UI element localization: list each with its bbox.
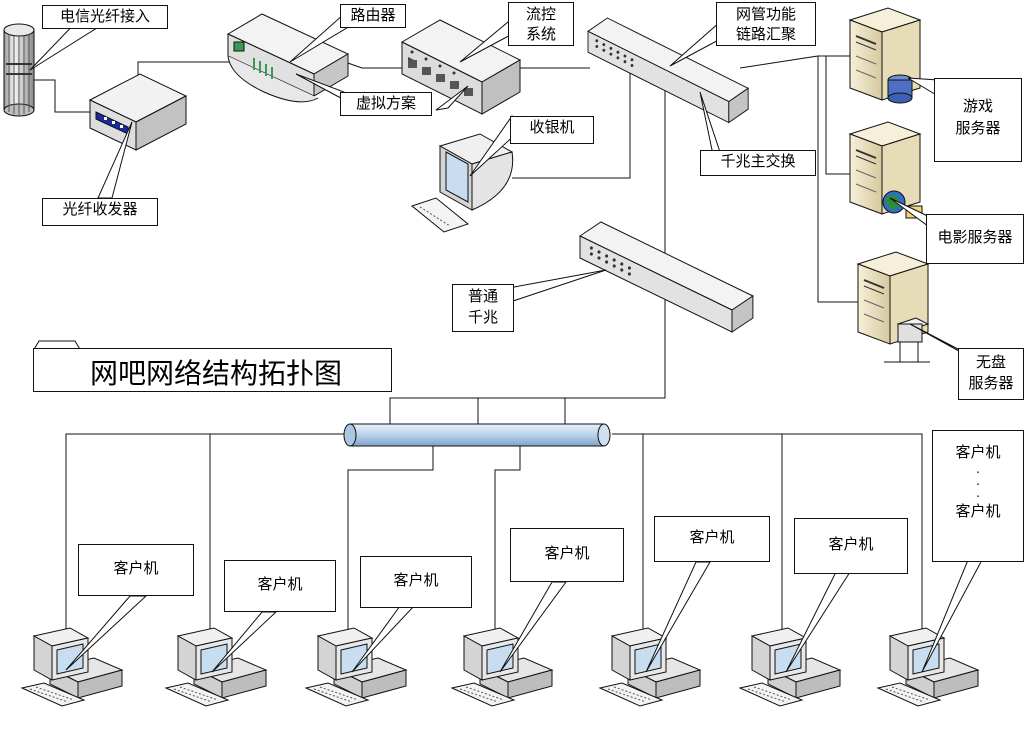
label-netmgmt: 网管功能链路汇聚 xyxy=(716,2,816,46)
label-text: 客户机 xyxy=(257,575,303,593)
title-box xyxy=(33,348,392,392)
transceiver-icon xyxy=(88,73,188,151)
label-text: 客户机 xyxy=(113,559,159,577)
label-line: 链路汇聚 xyxy=(735,25,796,43)
movie-server-icon xyxy=(849,121,923,219)
ellipsis-dot: . xyxy=(976,474,980,488)
label-line: 服务器 xyxy=(955,119,1001,137)
label-line: 网管功能 xyxy=(735,5,796,23)
router-icon xyxy=(226,13,350,103)
label-client-7: 客户机 . . . 客户机 xyxy=(932,430,1024,562)
label-flow-control: 流控系统 xyxy=(508,2,574,46)
label-text: 客户机 xyxy=(689,528,735,546)
game-server-icon xyxy=(849,7,921,104)
ellipsis-dot: . xyxy=(976,486,980,500)
label-text: 路由器 xyxy=(350,6,396,24)
label-line: 无盘 xyxy=(975,353,1006,371)
diskless-server-icon xyxy=(857,251,930,363)
label-client-4: 客户机 xyxy=(510,528,624,582)
label-normal-gigabit: 普通千兆 xyxy=(452,284,514,332)
label-line: 千兆 xyxy=(467,308,498,326)
label-diskless-server: 无盘服务器 xyxy=(958,348,1024,400)
client-computer-icon xyxy=(21,627,979,707)
label-client-3: 客户机 xyxy=(360,556,472,608)
label-text: 虚拟方案 xyxy=(355,94,416,112)
label-client-2: 客户机 xyxy=(224,560,336,612)
label-text: 收银机 xyxy=(529,118,575,136)
label-line: 普通 xyxy=(467,287,498,305)
flow-control-icon xyxy=(400,19,522,115)
label-gigabit-main: 千兆主交换 xyxy=(700,150,816,176)
label-line: 流控 xyxy=(525,5,556,23)
connection-lines xyxy=(30,55,923,638)
label-client-1: 客户机 xyxy=(78,544,194,596)
label-line: 系统 xyxy=(525,25,556,43)
label-client-5: 客户机 xyxy=(654,516,770,562)
ellipsis-dot: . xyxy=(976,462,980,476)
label-line: 游戏 xyxy=(962,97,993,115)
page-title: 网吧网络结构拓扑图 xyxy=(90,357,343,390)
backbone-bus-icon xyxy=(343,423,611,447)
label-cashier: 收银机 xyxy=(510,116,594,144)
label-fiber-access: 电信光纤接入 xyxy=(42,5,168,29)
fiber-cylinder-icon xyxy=(3,23,35,117)
label-text: 电影服务器 xyxy=(937,228,1013,246)
label-text: 千兆主交换 xyxy=(720,152,796,170)
label-text: 客户机 xyxy=(393,571,439,589)
label-movie-server: 电影服务器 xyxy=(926,214,1024,264)
label-text: 光纤收发器 xyxy=(62,200,138,218)
label-line: 客户机 xyxy=(955,443,1001,461)
label-text: 客户机 xyxy=(828,535,874,553)
label-fiber-transceiver: 光纤收发器 xyxy=(42,198,158,226)
label-text: 客户机 xyxy=(544,544,590,562)
label-client-6: 客户机 xyxy=(794,518,908,574)
label-line: 客户机 xyxy=(955,502,1001,520)
gigabit-switch-icon xyxy=(587,17,749,123)
label-virtual-solution: 虚拟方案 xyxy=(340,92,432,116)
cashier-computer-icon xyxy=(410,133,514,233)
label-text: 电信光纤接入 xyxy=(59,7,150,25)
label-game-server: 游戏服务器 xyxy=(934,78,1022,162)
label-line: 服务器 xyxy=(968,374,1014,392)
label-router: 路由器 xyxy=(340,4,406,28)
normal-switch-icon xyxy=(579,221,754,333)
